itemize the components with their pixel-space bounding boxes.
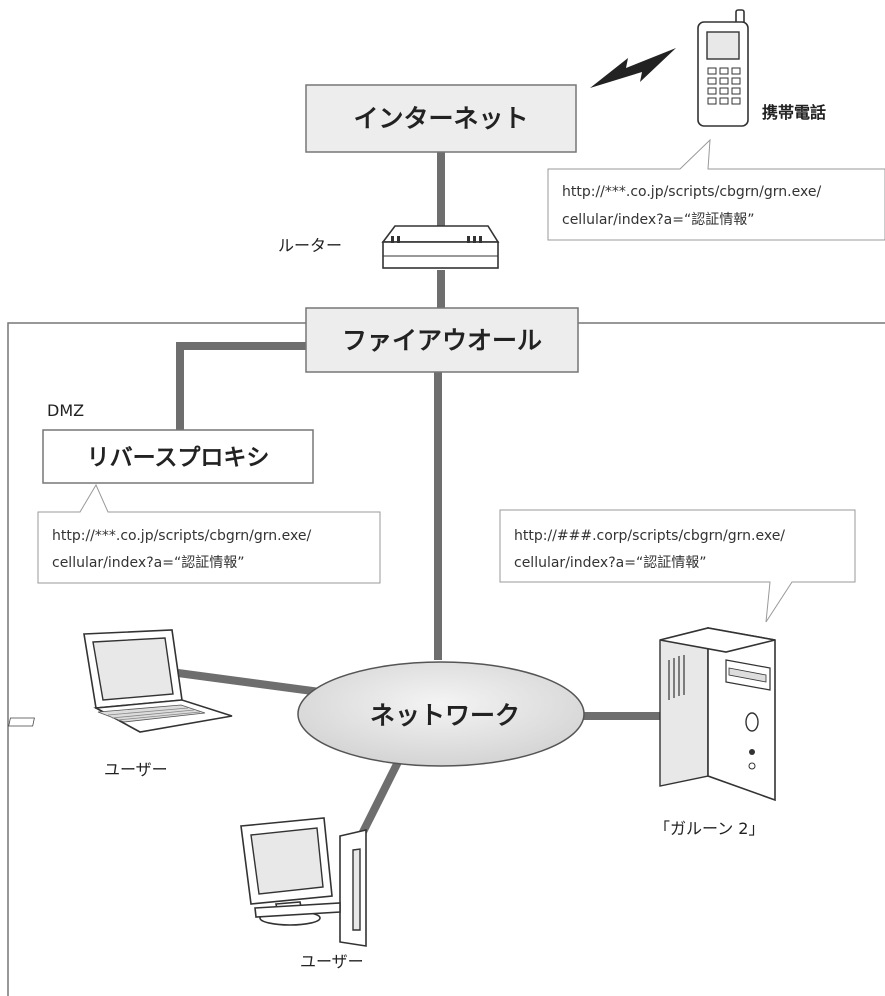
user-laptop-label: ユーザー: [104, 760, 168, 779]
laptop-network-link: [177, 669, 321, 696]
server-tower-icon: [659, 627, 776, 802]
wireless-signal-icon: [590, 48, 676, 88]
proxy-url-callout: http://***.co.jp/scripts/cbgrn/grn.exe/ …: [37, 483, 381, 584]
router-icon: [381, 225, 500, 269]
mobile-url-line2: cellular/index?a=“認証情報”: [562, 212, 754, 228]
reverse-proxy-label: リバースプロキシ: [87, 445, 270, 471]
network-label: ネットワーク: [370, 701, 520, 730]
laptop-icon: [8, 629, 233, 733]
server-url-line1: http://###.corp/scripts/cbgrn/grn.exe/: [514, 528, 785, 544]
connection-lines: [176, 152, 662, 864]
reverse-proxy-box: リバースプロキシ: [42, 429, 314, 484]
server-url-line2: cellular/index?a=“認証情報”: [514, 555, 706, 571]
proxy-url-line2: cellular/index?a=“認証情報”: [52, 555, 244, 571]
proxy-url-line1: http://***.co.jp/scripts/cbgrn/grn.exe/: [52, 528, 311, 544]
desktop-pc-icon: [240, 817, 367, 947]
firewall-box: ファイアウオール: [305, 307, 579, 373]
user-desktop-label: ユーザー: [300, 952, 364, 971]
mobile-url-line1: http://***.co.jp/scripts/cbgrn/grn.exe/: [562, 184, 821, 200]
garoon-server-label: 「ガルーン 2」: [654, 819, 764, 838]
mobile-phone-label: 携帯電話: [762, 103, 826, 122]
internet-label: インターネット: [353, 104, 528, 133]
internet-box: インターネット: [305, 84, 577, 153]
mobile-phone-icon: [697, 9, 749, 127]
dmz-label: DMZ: [47, 401, 84, 420]
mobile-url-callout: http://***.co.jp/scripts/cbgrn/grn.exe/ …: [547, 138, 885, 241]
firewall-proxy-link: [176, 342, 306, 430]
lan-boundary-left: [7, 322, 306, 996]
server-url-callout: http://###.corp/scripts/cbgrn/grn.exe/ c…: [499, 509, 856, 623]
firewall-label: ファイアウオール: [342, 326, 542, 355]
router-label: ルーター: [278, 236, 342, 255]
network-cloud: ネットワーク: [297, 661, 585, 767]
